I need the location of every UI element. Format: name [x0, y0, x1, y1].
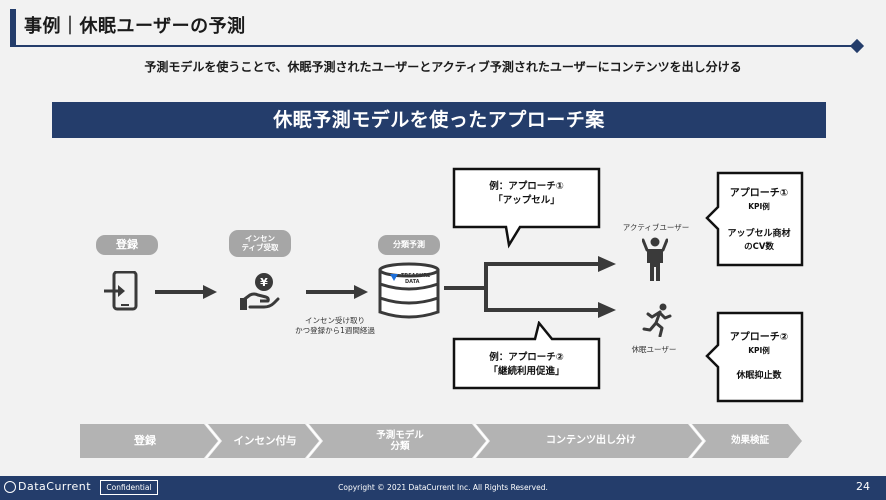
process-step-register: 登録 [134, 434, 156, 448]
kpi-2-sub: KPI例 [748, 346, 770, 355]
active-user-label: アクティブユーザー [622, 223, 690, 232]
bubble-approach-1-text: 例：アプローチ① 「アップセル」 [454, 180, 599, 208]
title-underline [10, 45, 856, 47]
svg-text:¥: ¥ [260, 276, 268, 289]
flow-caption-line1: インセン受け取り [305, 316, 365, 325]
step-pill-incentive: インセンティブ受取 [229, 230, 291, 257]
kpi-1-sub: KPI例 [748, 202, 770, 211]
dormant-user-label: 休眠ユーザー [631, 345, 677, 354]
flow-caption-line2: かつ登録から1週間経過 [295, 325, 375, 335]
brand-logo-icon [4, 481, 16, 493]
kpi-2-title: アプローチ② [729, 332, 789, 343]
flow-arrow-1 [155, 285, 217, 299]
db-label-treasure: TREASURE [401, 273, 431, 279]
page-number: 24 [856, 480, 870, 493]
page-subtitle: 予測モデルを使うことで、休眠予測されたユーザーとアクティブ予測されたユーザーにコ… [144, 60, 742, 74]
brand-name: DataCurrent [18, 480, 92, 493]
title-accent-bar [10, 9, 16, 45]
process-step-model: 予測モデル分類 [320, 424, 480, 458]
db-label-data: DATA [405, 279, 420, 285]
process-step-content: コンテンツ出し分け [546, 435, 636, 446]
kpi-box-1 [705, 171, 804, 267]
flow-caption: インセン受け取り かつ登録から1週間経過 [280, 316, 390, 336]
running-person-icon [642, 303, 672, 337]
step-pill-register: 登録 [96, 235, 158, 255]
process-step-incentive: インセン付与 [233, 434, 297, 447]
process-step-model-label: 予測モデル分類 [376, 429, 424, 452]
title-underline-dot [849, 38, 865, 54]
smartphone-login-icon [104, 271, 138, 311]
kpi-box-2-text: アプローチ② KPI例 休眠抑止数 [716, 328, 802, 381]
step-pill-prediction: 分類予測 [378, 235, 440, 255]
section-banner: 休眠予測モデルを使ったアプローチ案 [52, 102, 826, 138]
page-title: 事例｜休眠ユーザーの予測 [24, 16, 246, 37]
copyright-text: Copyright © 2021 DataCurrent Inc. All Ri… [338, 483, 548, 492]
bubble-approach-1-name: 「アップセル」 [493, 194, 560, 206]
kpi-1-line2: のCV数 [744, 242, 774, 252]
treasure-data-database-icon: TREASURE DATA [378, 262, 440, 319]
process-chevrons [80, 424, 802, 458]
standing-person-icon [642, 237, 668, 281]
flow-arrow-2 [306, 285, 368, 299]
step-pill-incentive-label: インセンティブ受取 [241, 233, 279, 252]
kpi-1-title: アプローチ① [729, 188, 789, 199]
kpi-1-line1: アップセル商材 [727, 229, 791, 239]
confidential-badge: Confidential [100, 480, 158, 495]
speech-bubble-approach-1 [452, 167, 601, 249]
branch-arrows [444, 256, 616, 318]
bubble-approach-2-name: 「継続利用促進」 [488, 365, 565, 377]
speech-bubble-approach-2 [452, 321, 601, 390]
kpi-2-line1: 休眠抑止数 [736, 371, 782, 381]
kpi-box-2 [705, 311, 804, 403]
kpi-box-1-text: アプローチ① KPI例 アップセル商材 のCV数 [716, 184, 802, 252]
bubble-approach-1-title: 例：アプローチ① [489, 181, 564, 192]
yen-coin-hand-icon: ¥ [240, 273, 280, 310]
bubble-approach-2-text: 例：アプローチ② 「継続利用促進」 [454, 351, 599, 379]
bubble-approach-2-title: 例：アプローチ② [489, 352, 564, 363]
process-step-evaluate: 効果検証 [730, 435, 769, 447]
